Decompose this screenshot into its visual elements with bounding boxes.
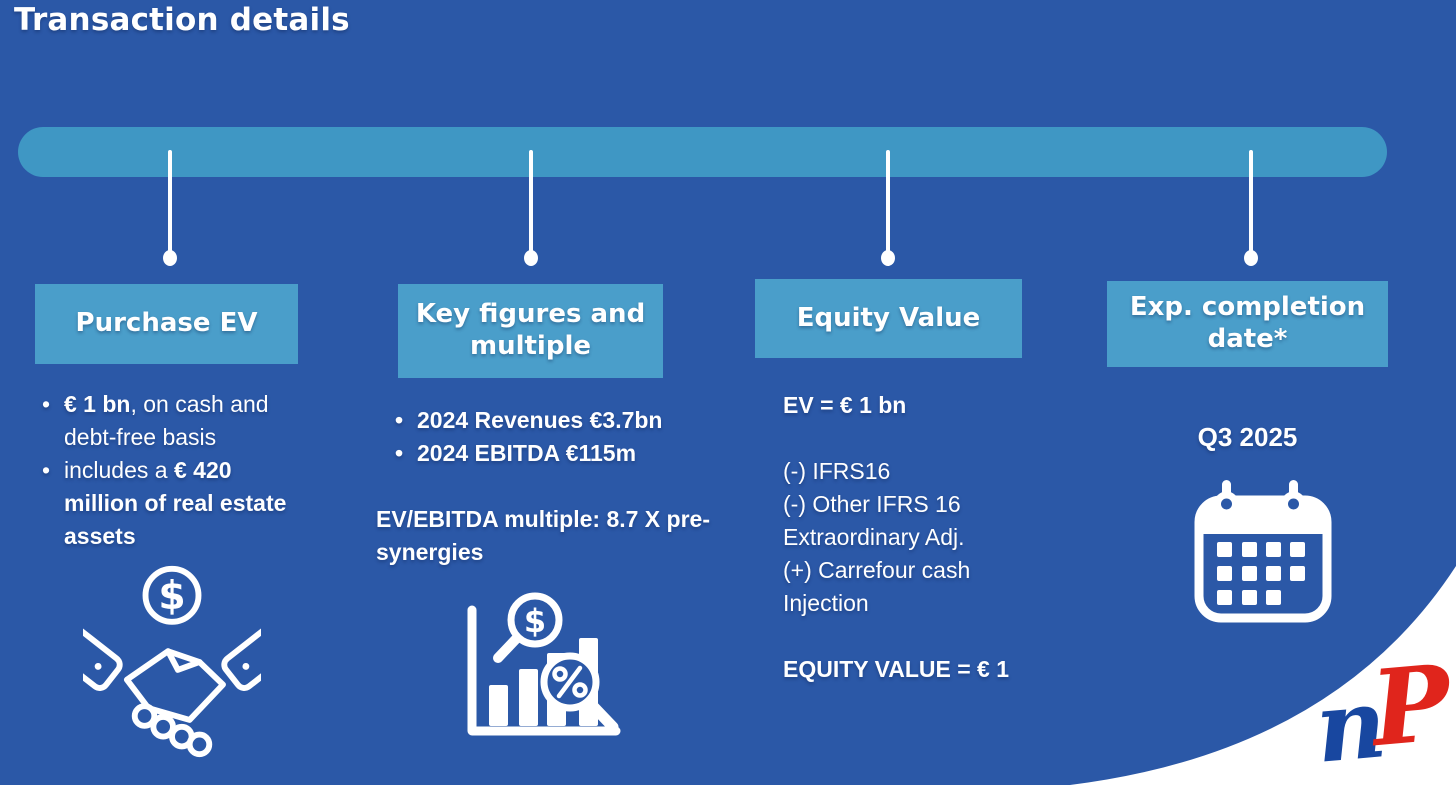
equity-value-details: EV = € 1 bn (-) IFRS16 (-) Other IFRS 16… bbox=[783, 389, 1041, 686]
list-item: • 2024 Revenues €3.7bn bbox=[395, 404, 725, 437]
ev-ebitda-multiple: EV/EBITDA multiple: 8.7 X pre-synergies bbox=[376, 506, 710, 565]
timeline-bar bbox=[18, 127, 1387, 177]
calendar-icon bbox=[1194, 480, 1332, 623]
bullet-dot: • bbox=[395, 440, 404, 466]
header-equity-value: Equity Value bbox=[755, 279, 1022, 358]
bullet-text: € 1 bn, on cash and debt-free basis bbox=[64, 388, 310, 454]
percent-glyph-shape bbox=[552, 665, 588, 699]
bullet-text: includes a € 420 million of real estate … bbox=[64, 454, 310, 553]
equity-value-line: EQUITY VALUE = € 1 bbox=[783, 656, 1010, 682]
dollar-glyph: $ bbox=[158, 574, 185, 619]
key-figures-list: • 2024 Revenues €3.7bn • 2024 EBITDA €11… bbox=[395, 404, 725, 470]
bullet-regular-text: includes a bbox=[64, 457, 174, 483]
page-title: Transaction details bbox=[14, 2, 350, 38]
list-item: • includes a € 420 million of real estat… bbox=[42, 454, 310, 553]
timeline-dot bbox=[1244, 250, 1258, 266]
adjustments-list: (-) IFRS16 (-) Other IFRS 16 Extraordina… bbox=[783, 455, 1041, 620]
bullet-bold-text: € 1 bn bbox=[64, 391, 131, 417]
dollar-glyph: $ bbox=[524, 602, 546, 640]
bullet-bold-text: € 420 million of real estate assets bbox=[64, 457, 287, 549]
timeline-connector bbox=[163, 150, 177, 266]
timeline-connector bbox=[1244, 150, 1258, 266]
header-completion-date: Exp. completion date* bbox=[1107, 281, 1388, 367]
dollar-handshake-icon: $ bbox=[83, 565, 261, 758]
adjustment-line: (+) Carrefour cash Injection bbox=[783, 557, 971, 616]
bullet-dot: • bbox=[42, 457, 51, 483]
completion-date-value: Q3 2025 bbox=[1197, 422, 1298, 452]
bullet-text: 2024 Revenues €3.7bn bbox=[417, 407, 663, 433]
timeline-connector bbox=[524, 150, 538, 266]
logo-letter-p: P bbox=[1366, 640, 1456, 771]
ev-line: EV = € 1 bn bbox=[783, 392, 907, 418]
timeline-dot bbox=[524, 250, 538, 266]
header-purchase-ev: Purchase EV bbox=[35, 284, 298, 364]
list-item: • 2024 EBITDA €115m bbox=[395, 437, 725, 470]
chart-magnifier-icon: $ bbox=[467, 592, 621, 736]
company-logo: n P bbox=[1311, 641, 1456, 785]
bullet-dot: • bbox=[42, 391, 51, 417]
adjustment-line: (-) IFRS16 bbox=[783, 458, 891, 484]
calendar-grid bbox=[1217, 542, 1305, 605]
adjustment-line: (-) Other IFRS 16 Extraordinary Adj. bbox=[783, 491, 965, 550]
bullet-regular-text: , on cash and debt-free basis bbox=[64, 391, 269, 450]
header-key-figures: Key figures and multiple bbox=[398, 284, 663, 378]
bullet-text: 2024 EBITDA €115m bbox=[417, 440, 637, 466]
timeline-dot bbox=[163, 250, 177, 266]
list-item: • € 1 bn, on cash and debt-free basis bbox=[42, 388, 310, 454]
bullet-dot: • bbox=[395, 407, 404, 433]
timeline-connector bbox=[881, 150, 895, 266]
timeline-dot bbox=[881, 250, 895, 266]
purchase-ev-details: • € 1 bn, on cash and debt-free basis • … bbox=[42, 388, 310, 553]
